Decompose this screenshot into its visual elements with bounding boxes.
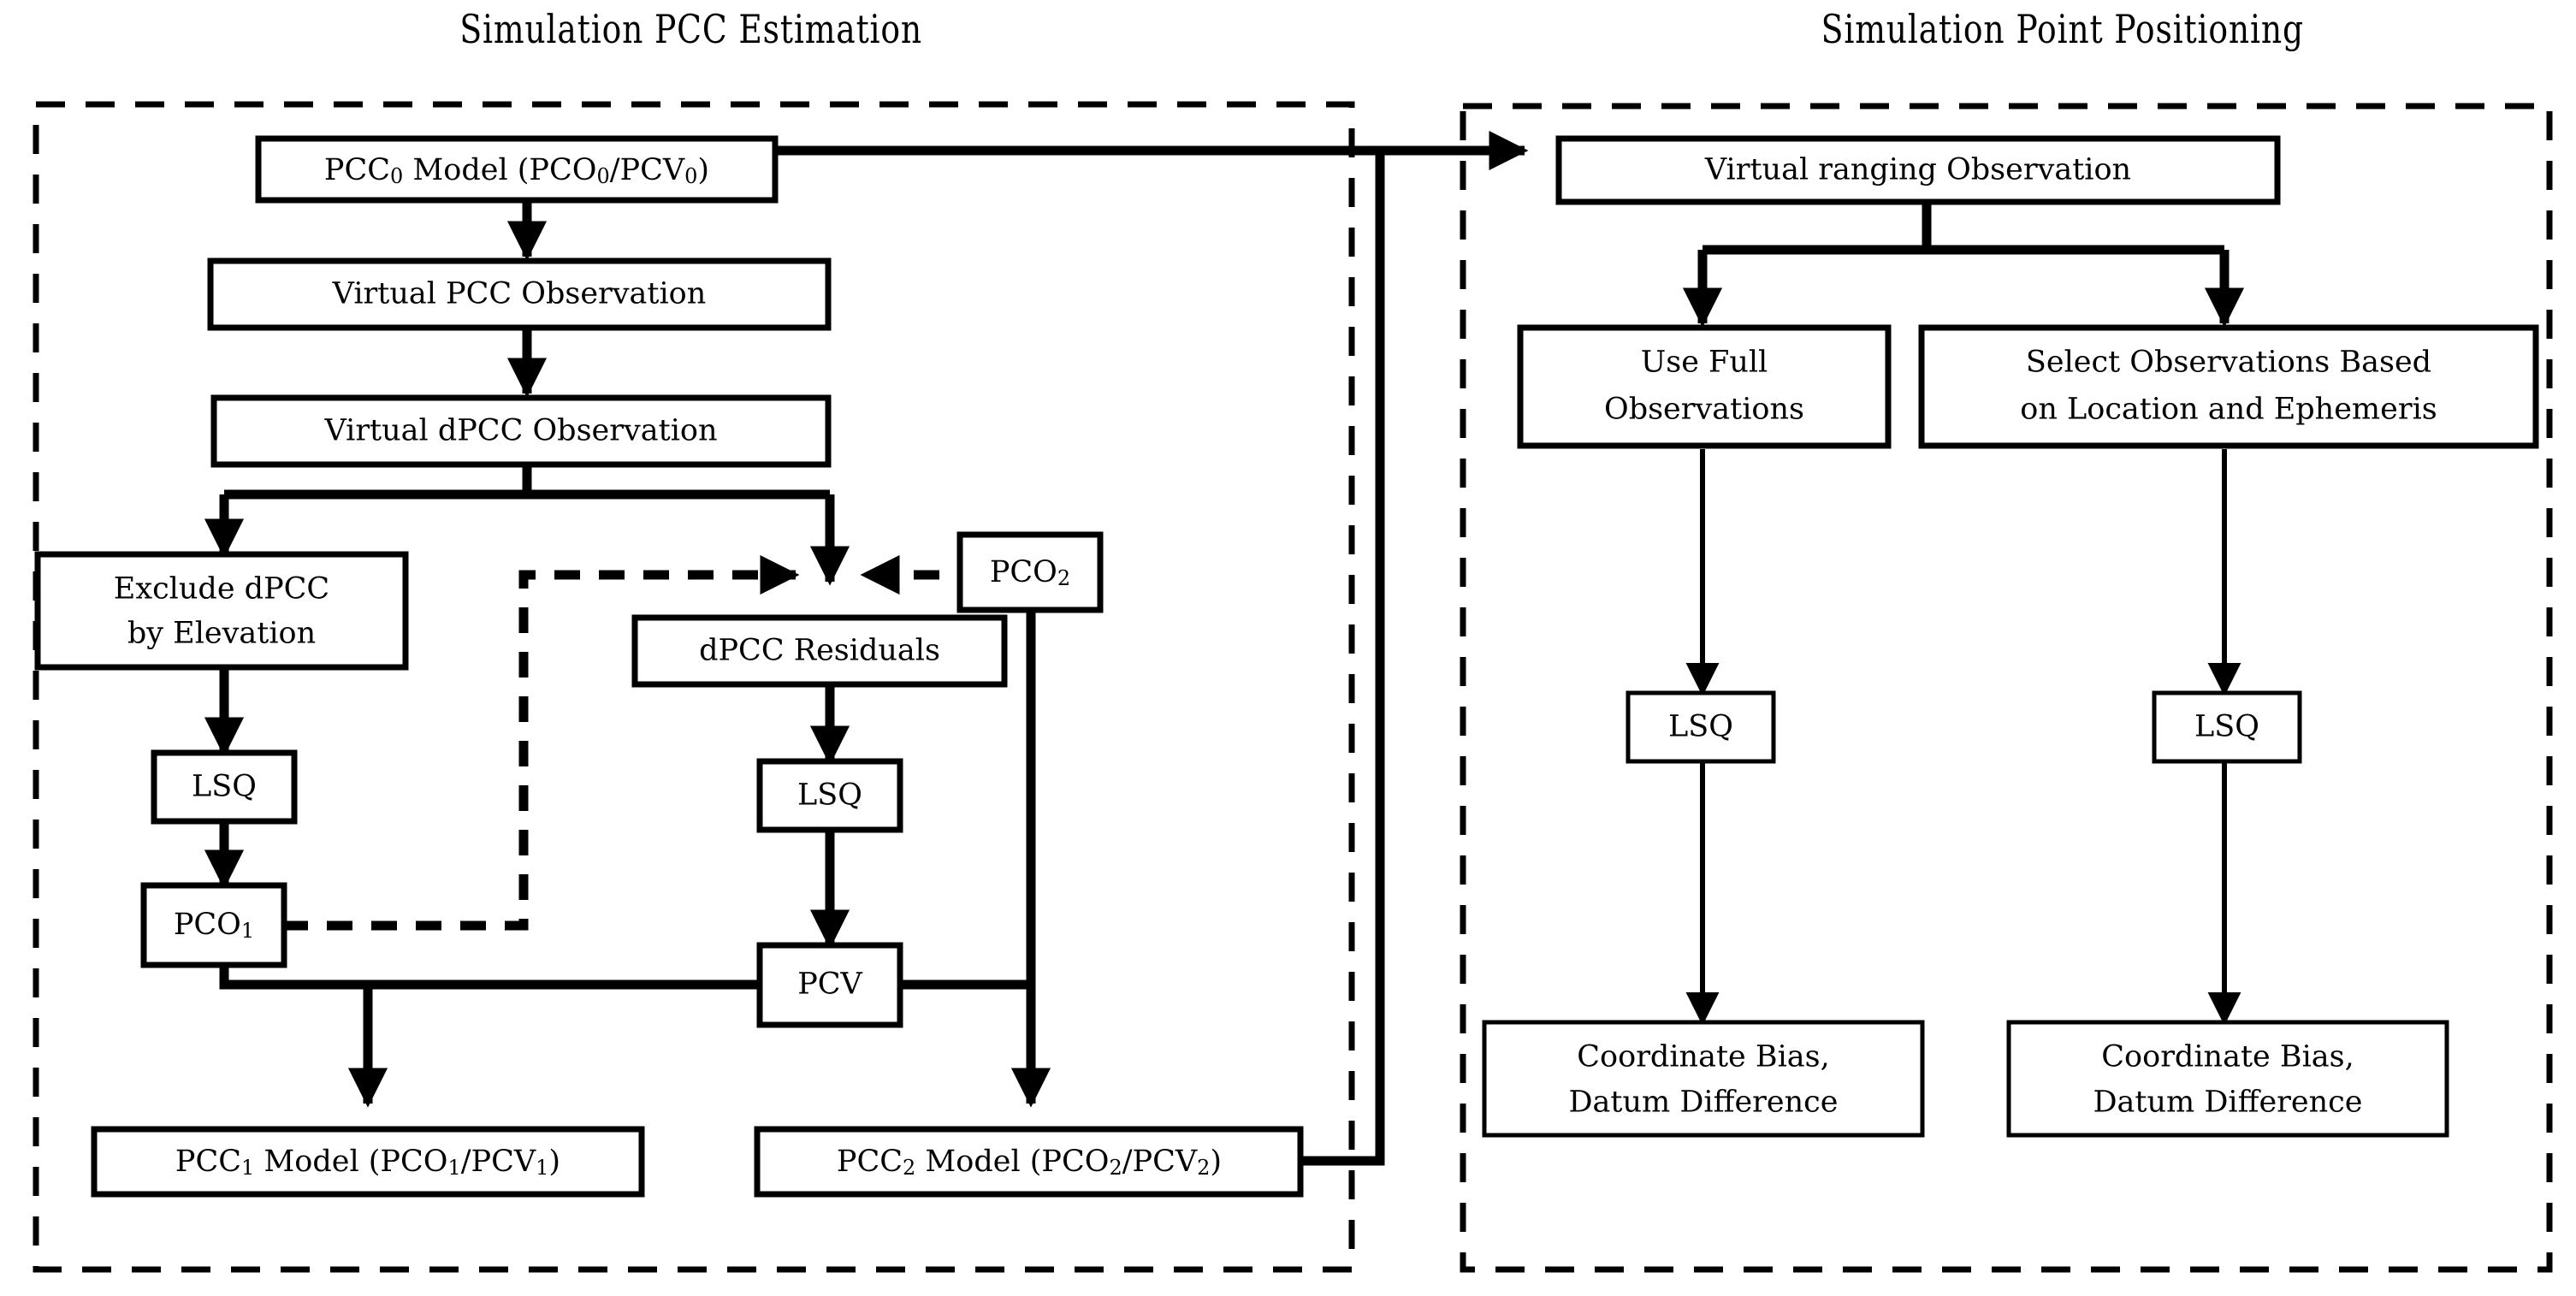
node-lsq-b[interactable]: LSQ xyxy=(2152,690,2302,764)
node-result-b-line1: Coordinate Bias, xyxy=(2101,1040,2354,1074)
node-virtual-dpcc-observation[interactable]: Virtual dPCC Observation xyxy=(210,394,832,468)
node-result-b-line2: Datum Difference xyxy=(2093,1086,2363,1120)
node-pco2[interactable]: PCO2 xyxy=(956,531,1104,613)
node-exclude-dpcc-by-elevation[interactable]: Exclude dPCC by Elevation xyxy=(34,551,409,671)
node-select-observations-line1: Select Observations Based xyxy=(2026,346,2431,380)
node-result-b[interactable]: Coordinate Bias, Datum Difference xyxy=(2006,1020,2449,1138)
node-result-a-line2: Datum Difference xyxy=(1569,1086,1839,1120)
left-panel-border xyxy=(33,101,1355,1273)
node-dpcc-residuals[interactable]: dPCC Residuals xyxy=(631,614,1008,688)
node-lsq-b-label: LSQ xyxy=(2194,710,2259,744)
node-select-observations-line2: on Location and Ephemeris xyxy=(2020,393,2437,427)
node-lsq-a[interactable]: LSQ xyxy=(1626,690,1776,764)
node-pcc2-model-label: PCC2 Model (PCO2/PCV2) xyxy=(837,1145,1222,1180)
node-lsq-left[interactable]: LSQ xyxy=(151,749,298,825)
node-exclude-dpcc-line2: by Elevation xyxy=(127,617,316,651)
node-lsq-mid[interactable]: LSQ xyxy=(756,758,903,833)
node-select-observations[interactable]: Select Observations Based on Location an… xyxy=(1918,324,2539,449)
node-result-a[interactable]: Coordinate Bias, Datum Difference xyxy=(1482,1020,1925,1138)
node-use-full-observations-line2: Observations xyxy=(1604,393,1804,427)
node-lsq-mid-label: LSQ xyxy=(797,778,862,813)
conn-pco1-dashed-feedback xyxy=(282,554,800,931)
node-lsq-a-label: LSQ xyxy=(1668,710,1733,744)
panel-title-right: Simulation Point Positioning xyxy=(1821,6,2304,52)
node-result-a-line1: Coordinate Bias, xyxy=(1577,1040,1829,1074)
panel-title-right-text: Simulation Point Positioning xyxy=(1821,6,2304,52)
node-pcc0-model[interactable]: PCC0 Model (PCO0/PCV0) xyxy=(255,135,779,204)
node-virtual-pcc-observation-label: Virtual PCC Observation xyxy=(332,277,707,311)
node-pcc1-model[interactable]: PCC1 Model (PCO1/PCV1) xyxy=(91,1126,645,1198)
conn-pcc2-feedback xyxy=(1300,151,1385,1166)
node-pcv[interactable]: PCV xyxy=(756,942,903,1028)
node-pcc1-model-label: PCC1 Model (PCO1/PCV1) xyxy=(175,1145,560,1180)
panel-title-left-text: Simulation PCC Estimation xyxy=(459,6,922,52)
node-virtual-dpcc-observation-label: Virtual dPCC Observation xyxy=(323,414,717,448)
panel-title-left: Simulation PCC Estimation xyxy=(459,6,922,52)
node-dpcc-residuals-label: dPCC Residuals xyxy=(699,634,940,668)
conn-pco1-to-pcv-bus xyxy=(219,965,770,990)
node-lsq-left-label: LSQ xyxy=(192,770,257,804)
node-pco1[interactable]: PCO1 xyxy=(140,882,287,968)
node-exclude-dpcc-line1: Exclude dPCC xyxy=(114,572,329,607)
node-virtual-ranging-observation-label: Virtual ranging Observation xyxy=(1704,153,2131,187)
node-pcc2-model[interactable]: PCC2 Model (PCO2/PCV2) xyxy=(754,1126,1304,1198)
node-virtual-ranging-observation[interactable]: Virtual ranging Observation xyxy=(1555,135,2281,205)
node-pcv-label: PCV xyxy=(797,968,862,1002)
node-pco1-label: PCO1 xyxy=(174,908,254,943)
node-use-full-observations[interactable]: Use Full Observations xyxy=(1517,324,1892,449)
node-pco2-label: PCO2 xyxy=(990,555,1070,590)
right-panel-border xyxy=(1460,103,2553,1273)
node-pcc0-model-label: PCC0 Model (PCO0/PCV0) xyxy=(324,153,709,188)
node-use-full-observations-line1: Use Full xyxy=(1641,346,1768,380)
node-virtual-pcc-observation[interactable]: Virtual PCC Observation xyxy=(207,257,832,331)
